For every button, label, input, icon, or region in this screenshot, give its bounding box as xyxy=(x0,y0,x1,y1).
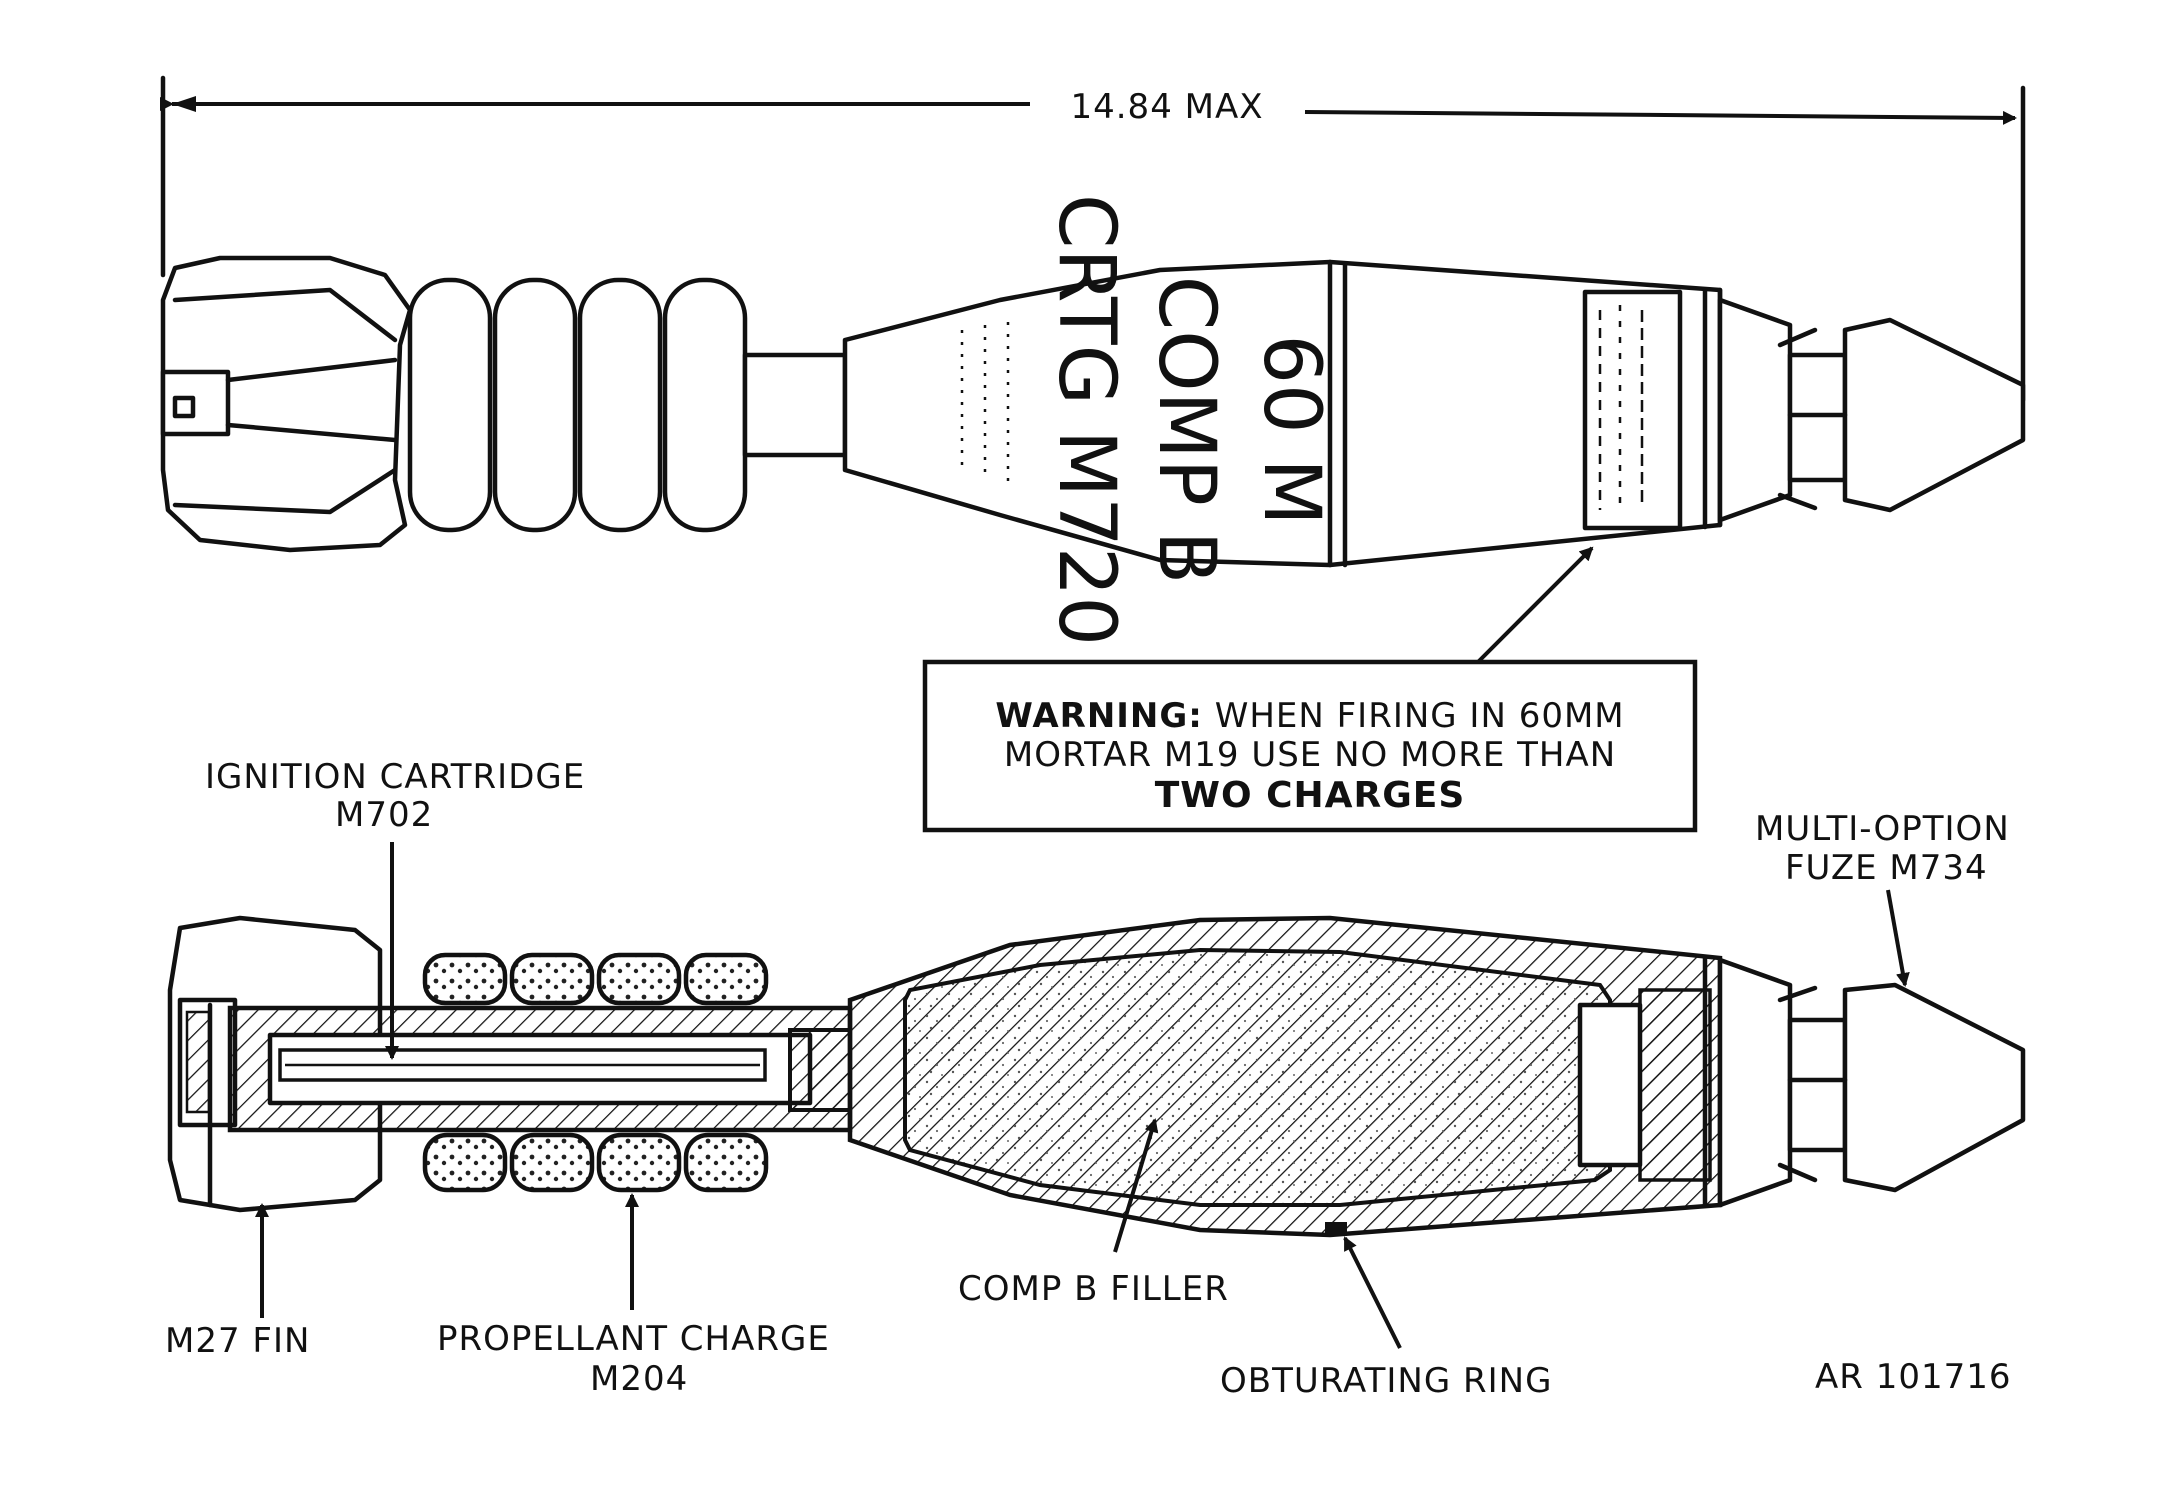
warning-prefix: WARNING: xyxy=(995,696,1203,736)
overall-length-label: 14.84 MAX xyxy=(1070,87,1263,127)
marking-caliber: 60 M xyxy=(1246,334,1336,525)
marking-cartridge: CRTG M720 xyxy=(1041,194,1131,646)
label-fin: M27 FIN xyxy=(165,1321,310,1361)
svg-text:WARNING: WHEN FIRING IN 60MM: WARNING: WHEN FIRING IN 60MM xyxy=(995,696,1624,736)
label-ignition-cartridge: IGNITION CARTRIDGE xyxy=(205,757,585,797)
callout-arrows xyxy=(255,842,1910,1349)
fin-assembly-exterior xyxy=(160,255,413,553)
marking-filler: COMP B xyxy=(1141,276,1231,585)
tail-boom xyxy=(742,352,848,458)
label-propellant: PROPELLANT CHARGE xyxy=(437,1319,830,1359)
projectile-body-cutaway xyxy=(847,915,1723,1238)
filler-arrow xyxy=(1113,1118,1159,1253)
boom-cutaway xyxy=(227,1005,853,1133)
cartridge-cutaway-view xyxy=(167,915,2026,1238)
overall-length-dimension: 14.84 MAX xyxy=(160,75,2026,403)
fuze-exterior xyxy=(1717,297,2026,523)
warning-box: WARNING: WHEN FIRING IN 60MM MORTAR M19 … xyxy=(922,659,1698,833)
label-fuze: MULTI-OPTION xyxy=(1755,809,2010,849)
cartridge-exterior-view: 60 M COMP B CRTG M720 xyxy=(160,194,2026,664)
label-ignition-cartridge-model: M702 xyxy=(335,795,433,835)
comp-b-filler-cavity xyxy=(903,947,1612,1207)
warning-line-1: WHEN FIRING IN 60MM xyxy=(1215,696,1625,736)
label-obturating-ring: OBTURATING RING xyxy=(1220,1361,1552,1401)
propellant-charges-cutaway xyxy=(422,952,769,1193)
label-propellant-model: M204 xyxy=(590,1359,688,1399)
obturating-ring-arrow xyxy=(1343,1236,1402,1349)
obturating-ring-mark xyxy=(1325,1222,1347,1236)
label-figure-id: AR 101716 xyxy=(1815,1357,2011,1397)
warning-line-2: MORTAR M19 USE NO MORE THAN xyxy=(1004,735,1616,775)
warning-line-3: TWO CHARGES xyxy=(1155,775,1466,816)
propellant-charges-exterior xyxy=(407,277,748,533)
warning-leader-arrow xyxy=(1476,546,1594,664)
part-labels: IGNITION CARTRIDGE M702 MULTI-OPTION FUZ… xyxy=(165,757,2011,1401)
label-filler: COMP B FILLER xyxy=(958,1269,1229,1309)
label-fuze-model: FUZE M734 xyxy=(1785,848,1988,888)
fuze-cutaway xyxy=(1717,957,2026,1208)
fuze-arrow xyxy=(1886,889,1910,987)
